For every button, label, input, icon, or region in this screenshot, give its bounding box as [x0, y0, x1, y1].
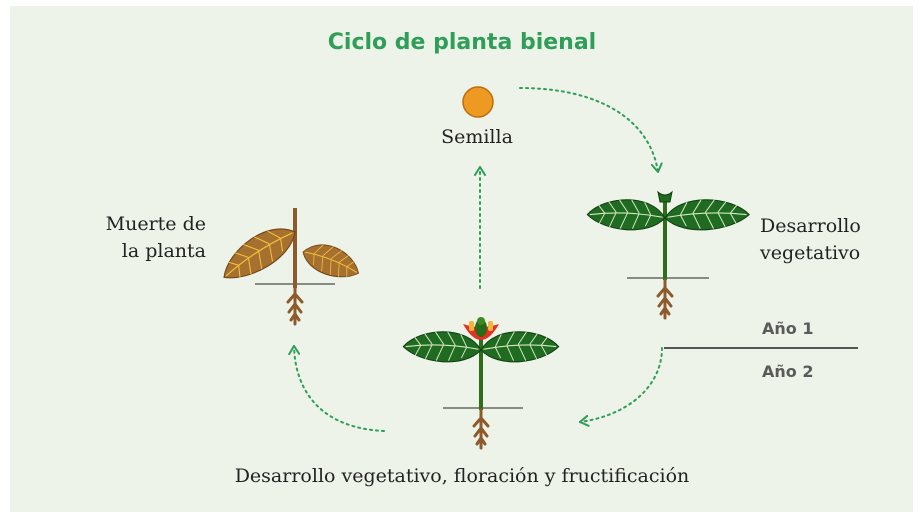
diagram-title: Ciclo de planta bienal [327, 30, 597, 55]
label-year-2: Año 2 [762, 362, 814, 381]
dead-plant-icon [214, 208, 365, 326]
label-seed: Semilla [441, 126, 513, 148]
flowering-plant-icon [402, 317, 560, 450]
diagram-background [10, 6, 913, 512]
label-plant-death: Muerte de la planta [105, 213, 206, 262]
seed-icon [462, 86, 494, 118]
label-year-1: Año 1 [762, 319, 814, 338]
sprout-plant-icon [586, 190, 750, 320]
label-flowering-fruiting: Desarrollo vegetativo, floración y fruct… [234, 465, 690, 487]
label-vegetative-development: Desarrollo vegetativo [760, 215, 861, 264]
cycle-arrow-icon [288, 87, 663, 432]
